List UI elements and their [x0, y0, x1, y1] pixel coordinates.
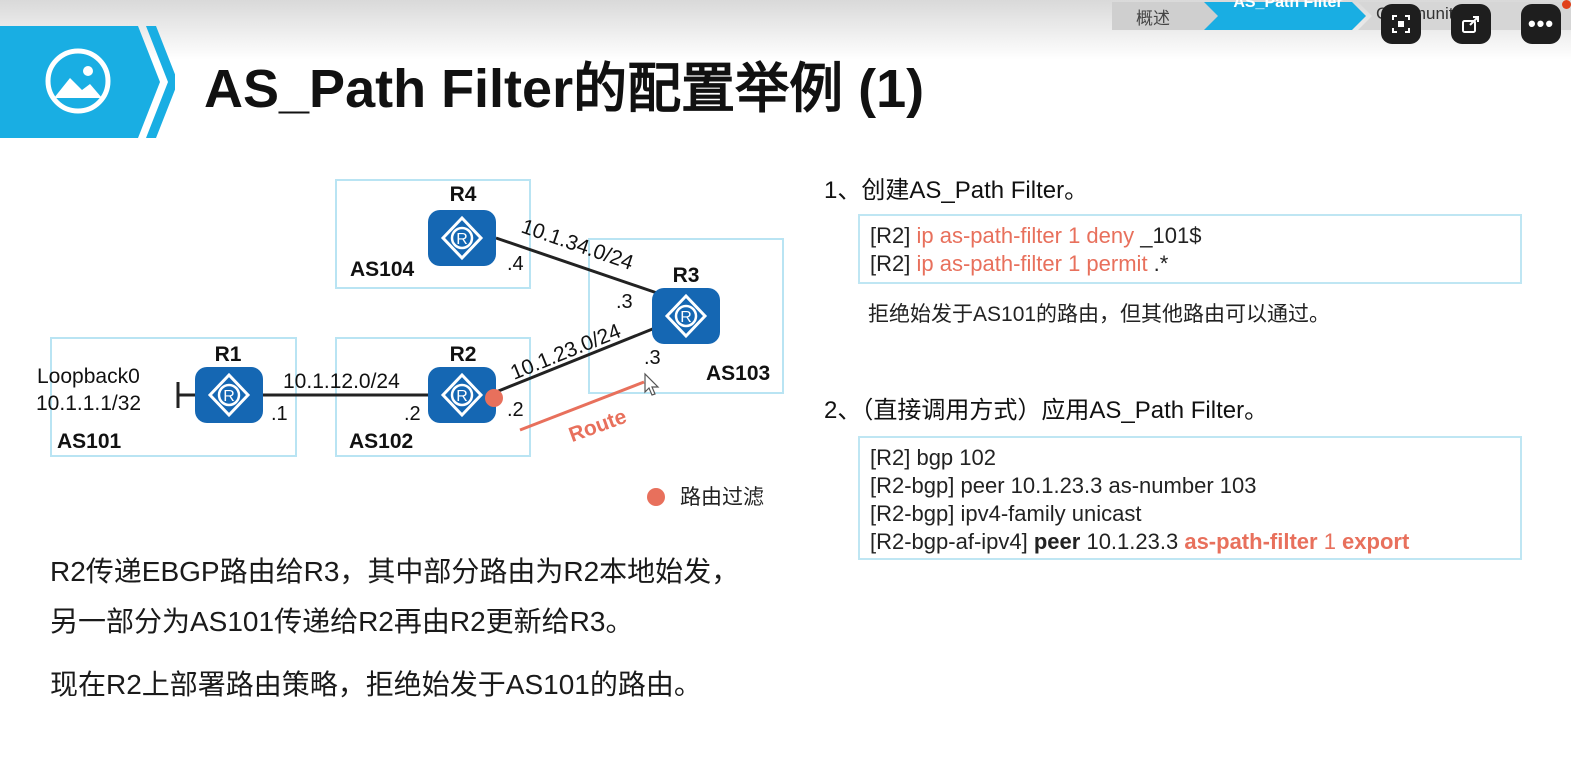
step-1-title: 1、创建AS_Path Filter。 — [824, 177, 1089, 204]
router-r2[interactable]: R — [428, 367, 496, 423]
router-r1-name: R1 — [215, 343, 242, 366]
code-command: ip as-path-filter 1 deny — [916, 223, 1135, 248]
description-line-3: 现在R2上部署路由策略，拒绝始发于AS101的路由。 — [50, 669, 702, 700]
code-box-1: [R2] ip as-path-filter 1 deny _101$ [R2]… — [858, 214, 1522, 284]
code-command: ip as-path-filter 1 permit — [916, 251, 1148, 276]
as103-label: AS103 — [706, 362, 770, 385]
iface-r3-top: .3 — [616, 291, 633, 313]
notification-dot — [1562, 0, 1571, 9]
code-line: [R2-bgp-af-ipv4] peer 10.1.23.3 as-path-… — [870, 528, 1510, 556]
code-prefix: [R2-bgp-af-ipv4] — [870, 529, 1034, 554]
router-r4[interactable]: R — [428, 210, 496, 266]
more-button[interactable]: ••• — [1521, 4, 1561, 44]
step-1-note: 拒绝始发于AS101的路由，但其他路由可以通过。 — [868, 303, 1331, 326]
description-line-2: 另一部分为AS101传递给R2再由R2更新给R3。 — [50, 606, 634, 637]
image-icon — [45, 48, 111, 114]
code-argument: 10.1.23.3 — [1080, 529, 1185, 554]
link-r2-r3 — [495, 324, 661, 394]
router-r2-name: R2 — [450, 343, 477, 366]
code-box-2: [R2] bgp 102 [R2-bgp] peer 10.1.23.3 as-… — [858, 436, 1522, 560]
legend-label: 路由过滤 — [680, 486, 764, 509]
frame-capture-icon — [1392, 15, 1410, 33]
loopback-name: Loopback0 — [37, 365, 140, 388]
more-icon: ••• — [1527, 11, 1555, 36]
code-command: as-path-filter — [1184, 529, 1318, 554]
iface-r4: .4 — [507, 253, 524, 275]
router-r1[interactable]: R — [195, 367, 263, 423]
loopback-ip: 10.1.1.1/32 — [36, 392, 141, 415]
code-argument: .* — [1147, 251, 1169, 276]
code-line: [R2] ip as-path-filter 1 deny _101$ — [870, 222, 1510, 250]
breadcrumb-item-overview[interactable]: 概述 — [1136, 9, 1170, 28]
frame-capture-button[interactable] — [1381, 4, 1421, 44]
legend-marker — [647, 488, 665, 506]
code-command: export — [1342, 529, 1410, 554]
code-argument: _101$ — [1134, 223, 1202, 248]
router-r4-name: R4 — [450, 183, 477, 206]
code-prefix: [R2] — [870, 223, 917, 248]
breadcrumb-item-as-path-filter[interactable]: AS_Path Filter — [1233, 0, 1343, 11]
svg-text:R: R — [223, 388, 235, 405]
code-line: [R2] ip as-path-filter 1 permit .* — [870, 250, 1510, 278]
mouse-cursor-icon — [644, 372, 660, 396]
filter-point — [485, 389, 503, 407]
code-line: [R2-bgp] ipv4-family unicast — [870, 501, 1142, 526]
header-icon-block — [0, 26, 175, 138]
code-line: [R2] bgp 102 — [870, 445, 996, 470]
iface-r2-left: .2 — [404, 403, 421, 425]
share-icon — [1462, 16, 1479, 33]
iface-r3-bottom: .3 — [644, 347, 661, 369]
router-r3-name: R3 — [673, 264, 700, 287]
code-keyword: peer — [1033, 529, 1081, 554]
step-2-title: 2、（直接调用方式）应用AS_Path Filter。 — [824, 397, 1269, 424]
svg-text:R: R — [456, 231, 468, 248]
network-diagram: R R R R Route R4 R3 R1 R2 AS104 AS103 AS… — [36, 179, 784, 509]
subnet-r1-r2: 10.1.12.0/24 — [283, 370, 400, 393]
iface-r1: .1 — [271, 403, 288, 425]
description-line-1: R2传递EBGP路由给R3，其中部分路由为R2本地始发， — [50, 556, 740, 587]
route-label: Route — [566, 405, 630, 447]
iface-r2-right: .2 — [507, 399, 524, 421]
code-argument: 1 — [1317, 529, 1343, 554]
svg-text:R: R — [456, 388, 468, 405]
as103-box — [588, 238, 784, 394]
link-r4-r3 — [495, 236, 661, 296]
svg-text:R: R — [680, 309, 692, 326]
route-arrow — [519, 380, 645, 432]
page-title: AS_Path Filter的配置举例 (1) — [204, 59, 925, 119]
as104-label: AS104 — [350, 258, 415, 281]
code-line: [R2-bgp] peer 10.1.23.3 as-number 103 — [870, 473, 1257, 498]
as101-label: AS101 — [57, 430, 122, 453]
share-button[interactable] — [1451, 4, 1491, 44]
code-prefix: [R2] — [870, 251, 917, 276]
as102-label: AS102 — [349, 430, 413, 453]
router-r3[interactable]: R — [652, 288, 720, 344]
